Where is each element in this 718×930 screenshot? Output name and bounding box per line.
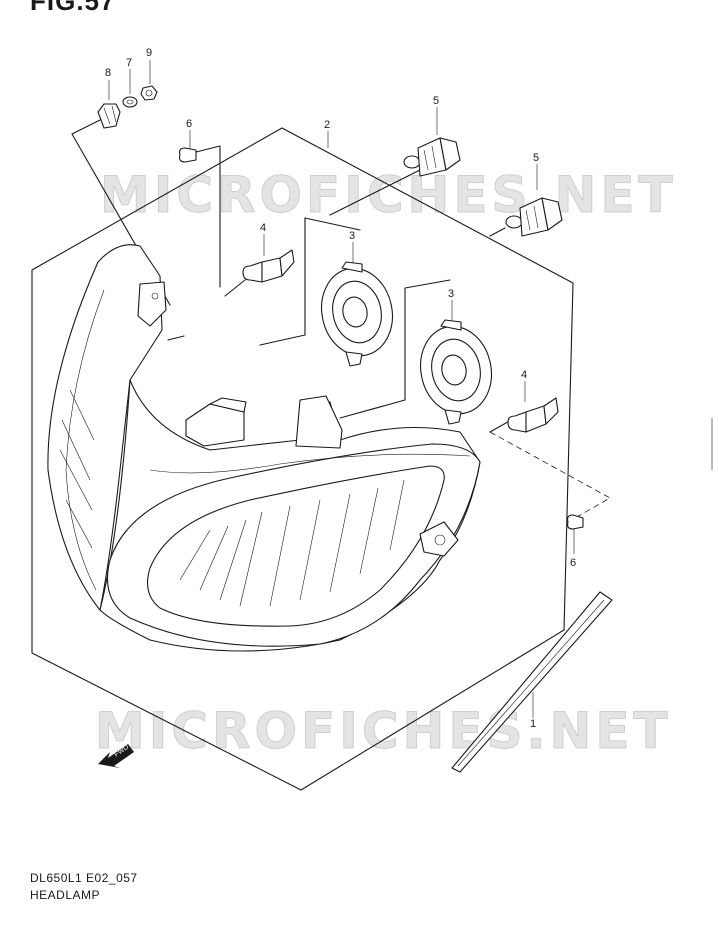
- leader-6-top: [195, 145, 221, 288]
- headlight-bulb-part-5-right: [505, 197, 563, 237]
- callout-3-right: 3: [448, 288, 454, 300]
- callout-4-right: 4: [521, 369, 527, 381]
- nut-part-9: [140, 85, 158, 101]
- headlight-bulb-part-5-top: [403, 137, 461, 177]
- section-name: HEADLAMP: [30, 888, 101, 902]
- bulb-holder-part-3-right: [420, 319, 492, 425]
- callout-1: 1: [530, 718, 536, 730]
- watermark-bottom: MICROFICHES.NET: [95, 702, 672, 760]
- washer-part-7: [122, 96, 138, 108]
- callout-8: 8: [105, 67, 111, 79]
- bulb-holder-part-3-top: [321, 261, 393, 367]
- callout-9: 9: [146, 47, 152, 59]
- socket-part-4-right: [507, 397, 559, 433]
- leader-6-right: [489, 431, 611, 519]
- callout-5-right: 5: [533, 152, 539, 164]
- figure-title: FIG.57: [30, 0, 116, 16]
- headlamp-housing-part-2: [47, 244, 481, 652]
- leader-5-top: [329, 164, 431, 216]
- position-bulb-part-6-right: [567, 514, 584, 530]
- callout-5-top: 5: [433, 95, 439, 107]
- callout-7: 7: [126, 57, 132, 69]
- assembly-outline: [31, 127, 574, 791]
- leader-3-top: [259, 217, 361, 346]
- watermark-top: MICROFICHES.NET: [100, 166, 677, 224]
- leader-4-top: [224, 279, 246, 297]
- position-bulb-part-6-top: [179, 147, 197, 163]
- callout-2: 2: [324, 119, 330, 131]
- callout-6-right: 6: [570, 557, 576, 569]
- leader-5-right: [489, 227, 506, 237]
- callout-6-top: 6: [186, 118, 192, 130]
- callout-ticks: [108, 60, 575, 718]
- trim-strip-part-1: [451, 591, 613, 773]
- callout-numbers: 8 7 9 6 2 5 5 4 3 3 4 6 1: [105, 47, 576, 730]
- callout-3-top: 3: [349, 230, 355, 242]
- callout-4-top: 4: [260, 222, 266, 234]
- model-code: DL650L1 E02_057: [30, 871, 138, 885]
- socket-part-4-top: [242, 249, 295, 283]
- leader-3-right: [339, 279, 451, 419]
- grommet-part-8: [97, 103, 121, 129]
